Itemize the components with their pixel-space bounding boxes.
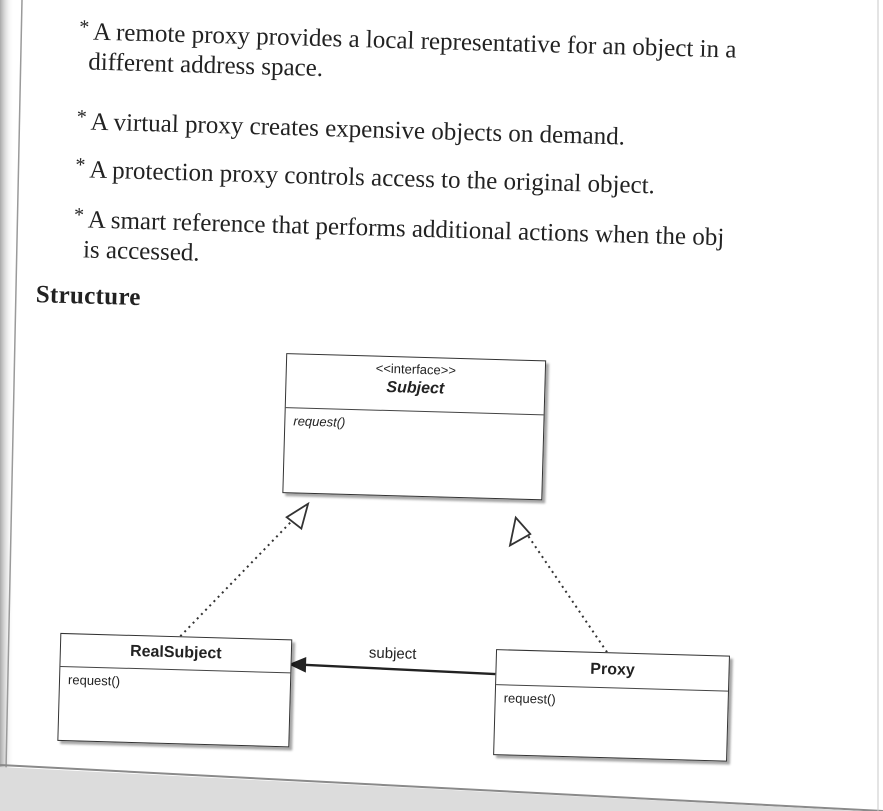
realization-arrowhead-realsubject	[285, 501, 310, 531]
left-edge-shadow	[0, 0, 14, 811]
left-page-edge	[5, 0, 23, 771]
realsubject-operation: request()	[67, 672, 121, 689]
association-line	[301, 663, 496, 676]
proxy-operation: request()	[503, 690, 556, 707]
realization-line-proxy	[519, 524, 608, 653]
bottom-shadow	[0, 767, 883, 811]
association-arrowhead	[288, 657, 307, 673]
realsubject-class-box: RealSubject request()	[57, 632, 293, 748]
subject-class-header: <<interface>> Subject	[285, 354, 546, 416]
realization-arrowhead-proxy	[508, 515, 532, 548]
proxy-class-box: Proxy request()	[493, 649, 730, 762]
bottom-page-edge	[0, 764, 883, 811]
association-label: subject	[368, 644, 417, 663]
realization-line-realsubject	[179, 509, 303, 637]
subject-class-box: <<interface>> Subject request()	[282, 353, 547, 501]
